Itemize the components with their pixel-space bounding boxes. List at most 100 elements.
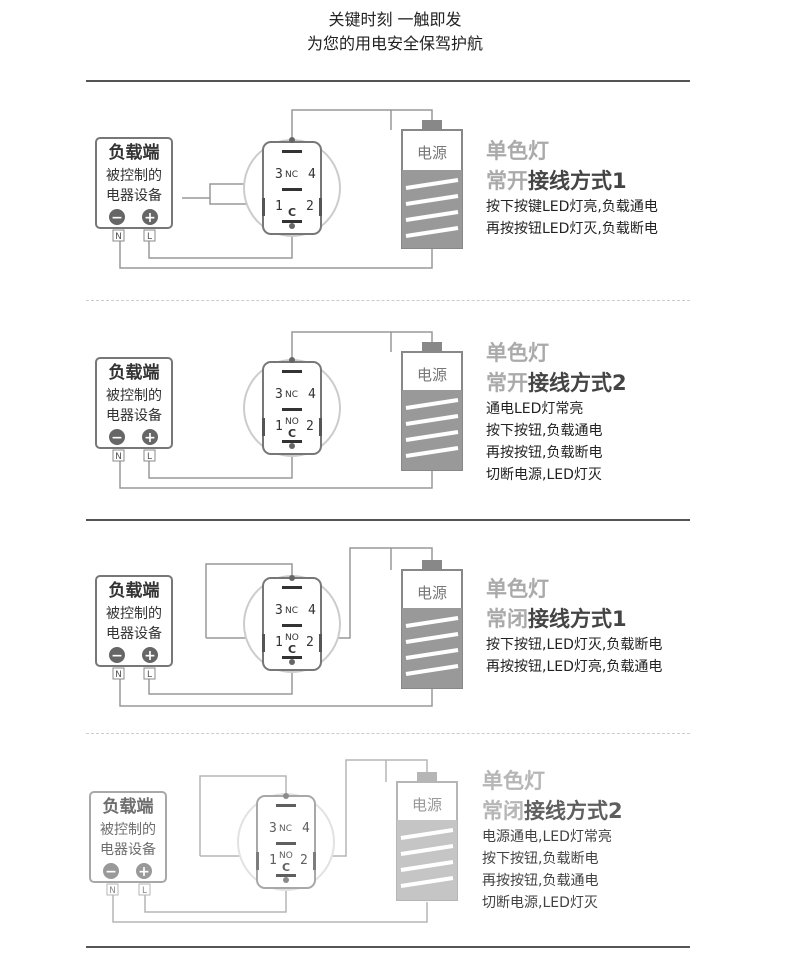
mode-desc-line: 电源通电,LED灯常亮 <box>482 829 612 845</box>
pin-1: 1 <box>275 199 283 214</box>
power-supply-1: 电源 <box>401 120 463 249</box>
wiring-section-1: 负载端 被控制的 电器设备 − + N L 3 NC 4 1 C 2 <box>0 100 790 320</box>
minus-terminal <box>109 429 125 445</box>
power-supply-4: 电源 <box>396 772 458 901</box>
minus-terminal <box>103 863 119 879</box>
load-title: 负载端 <box>103 796 154 817</box>
mode-name: 常开接线方式1 <box>486 166 658 196</box>
power-supply-2: 电源 <box>401 342 463 471</box>
load-title: 负载端 <box>109 362 160 383</box>
mode-suffix: 接线方式2 <box>528 371 627 395</box>
load-sub1: 被控制的 <box>106 388 162 404</box>
mode-suffix: 接线方式2 <box>524 799 623 823</box>
plus-sign: + <box>138 864 150 880</box>
mode-desc-line: 按下按钮,负载通电 <box>486 423 603 439</box>
minus-sign: − <box>111 430 123 446</box>
switch-4: 3 NC 4 1 NO C 2 <box>237 793 335 891</box>
mode-name: 常闭接线方式1 <box>486 604 662 634</box>
plus-sign: + <box>144 430 156 446</box>
pin-4: 4 <box>308 167 316 182</box>
wiring-section-3: 负载端 被控制的 电器设备 − + N L 3 NC 4 1 NO C 2 <box>0 538 790 758</box>
load-device-1: 负载端 被控制的 电器设备 − + N L <box>95 137 173 242</box>
l-label: L <box>147 670 152 680</box>
mode-desc-line: 切断电源,LED灯灭 <box>486 467 602 483</box>
divider-dashed-2 <box>86 733 690 734</box>
n-label: N <box>115 670 122 680</box>
minus-sign: − <box>105 864 117 880</box>
wiring-section-4: 负载端 被控制的 电器设备 − + N L 3 NC 4 1 NO C 2 <box>0 752 790 972</box>
mode-color: 单色灯 <box>486 577 549 601</box>
minus-sign: − <box>111 648 123 664</box>
header-line-1: 关键时刻 一触即发 <box>328 10 462 29</box>
pin-4: 4 <box>308 387 316 402</box>
mode-prefix: 常开 <box>486 169 528 193</box>
plus-terminal <box>142 209 158 225</box>
load-sub2: 电器设备 <box>106 625 162 642</box>
power-label: 电源 <box>417 366 447 384</box>
power-label: 电源 <box>412 796 442 814</box>
pin-2: 2 <box>306 635 314 650</box>
no-label: NO <box>279 851 293 861</box>
nc-label: NC <box>285 606 298 616</box>
pin-2: 2 <box>306 199 314 214</box>
power-label: 电源 <box>417 144 447 162</box>
mode-name: 常开接线方式2 <box>486 368 627 398</box>
pin-1: 1 <box>275 419 283 434</box>
switch-2: 3 NC 4 1 NO C 2 <box>243 357 341 457</box>
load-sub1: 被控制的 <box>100 822 156 838</box>
mode-name: 常闭接线方式2 <box>482 796 623 826</box>
l-label: L <box>147 452 152 462</box>
c-label: C <box>288 206 296 219</box>
l-label: L <box>147 232 152 242</box>
pin-3: 3 <box>275 387 283 402</box>
page-header: 关键时刻 一触即发 为您的用电安全保驾护航 <box>0 8 790 56</box>
wiring-diagram-1: 负载端 被控制的 电器设备 − + N L 3 NC 4 1 C 2 <box>95 109 463 269</box>
nc-label: NC <box>285 390 298 400</box>
mode-desc-line: 按下按钮,负载断电 <box>482 851 599 867</box>
load-sub2: 电器设备 <box>106 407 162 424</box>
header-line-2: 为您的用电安全保驾护航 <box>306 34 483 53</box>
load-title: 负载端 <box>109 580 160 601</box>
nc-label: NC <box>285 170 298 180</box>
pin-3: 3 <box>275 603 283 618</box>
wiring-section-2: 负载端 被控制的 电器设备 − + N L 3 NC 4 1 NO C 2 <box>0 318 790 538</box>
divider-middle <box>86 519 690 521</box>
mode-prefix: 常闭 <box>486 607 528 631</box>
switch-3: 3 NC 4 1 NO C 2 <box>243 575 341 673</box>
no-label: NO <box>285 633 299 643</box>
minus-terminal <box>109 209 125 225</box>
mode-info-1: 单色灯 常开接线方式1 按下按键LED灯亮,负载通电 再按按钮LED灯灭,负载断… <box>486 136 658 240</box>
switch-1: 3 NC 4 1 C 2 <box>243 137 341 237</box>
minus-sign: − <box>111 210 123 226</box>
pin-3: 3 <box>275 167 283 182</box>
mode-desc-line: 通电LED灯常亮 <box>486 401 584 417</box>
mode-suffix: 接线方式1 <box>528 169 627 193</box>
mode-info-4: 单色灯 常闭接线方式2 电源通电,LED灯常亮 按下按钮,负载断电 再按按钮,负… <box>482 766 623 914</box>
l-label: L <box>142 886 147 896</box>
n-label: N <box>115 232 122 242</box>
mode-prefix: 常开 <box>486 371 528 395</box>
mode-desc-line: 按下按钮,LED灯灭,负载断电 <box>486 637 663 653</box>
mode-color: 单色灯 <box>482 769 545 793</box>
mode-prefix: 常闭 <box>482 799 524 823</box>
mode-suffix: 接线方式1 <box>528 607 627 631</box>
c-label: C <box>288 427 296 440</box>
pin-1: 1 <box>275 635 283 650</box>
mode-desc-line: 按下按键LED灯亮,负载通电 <box>486 199 658 215</box>
n-label: N <box>115 452 122 462</box>
load-title: 负载端 <box>109 142 160 163</box>
divider-top <box>86 80 690 82</box>
no-label: NO <box>285 417 299 427</box>
c-label: C <box>288 643 296 656</box>
pin-1: 1 <box>269 853 277 868</box>
wiring-diagram-3: 负载端 被控制的 电器设备 − + N L 3 NC 4 1 NO C 2 <box>95 547 463 707</box>
power-supply-3: 电源 <box>401 560 463 689</box>
mode-color: 单色灯 <box>486 341 549 365</box>
nc-label: NC <box>279 824 292 834</box>
mode-desc-line: 再按按钮,LED灯亮,负载通电 <box>486 659 663 675</box>
mode-desc-line: 再按按钮,负载断电 <box>486 445 603 461</box>
load-sub1: 被控制的 <box>106 168 162 184</box>
load-sub1: 被控制的 <box>106 606 162 622</box>
mode-color: 单色灯 <box>486 139 549 163</box>
pin-2: 2 <box>300 853 308 868</box>
